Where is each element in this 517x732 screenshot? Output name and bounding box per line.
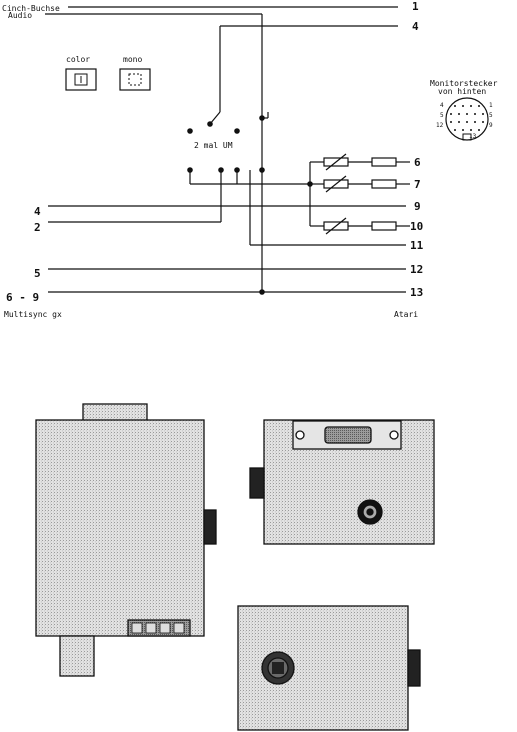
switch-mono: mono	[119, 55, 151, 91]
monitor-pin-12: 12	[436, 122, 444, 129]
monitor-pin-13: 13	[469, 133, 477, 140]
enclosure-front-view	[35, 403, 217, 677]
resistor-network	[307, 153, 410, 235]
left-pin-4: 4	[34, 205, 41, 218]
front-box	[35, 419, 205, 637]
left-pin-6-9: 6 - 9	[6, 291, 39, 304]
right-pin-12: 12	[410, 263, 423, 276]
enclosure-side-view	[237, 605, 421, 731]
monitor-pin-1: 1	[489, 102, 493, 109]
monitor-pin-5-right: 5	[489, 112, 493, 119]
cinch-label: Cinch-Buchse	[2, 4, 60, 13]
right-pin-13: 13	[410, 286, 423, 299]
multisync-label: Multisync gx	[4, 310, 62, 319]
atari-label: Atari	[394, 310, 418, 319]
schematic: Cinch-Buchse Audio color mono	[2, 0, 498, 319]
enclosure-top-view	[249, 419, 435, 545]
right-pin-4: 4	[412, 20, 419, 33]
monitor-title-2: von hinten	[438, 87, 486, 96]
cable-stub	[59, 635, 95, 677]
right-pin-6: 6	[414, 156, 421, 169]
right-pin-11: 11	[410, 239, 424, 252]
switch-color: color	[65, 55, 97, 91]
monitor-pin-5-left: 5	[440, 112, 444, 119]
right-pin-1: 1	[412, 0, 419, 13]
side-view-jack	[407, 649, 421, 687]
monitor-connector: Monitorstecker von hinten 4 1 5 5 12 9 1…	[430, 79, 498, 141]
monitor-title-1: Monitorstecker	[430, 79, 498, 88]
enclosure-views	[35, 403, 435, 731]
top-view-jack	[249, 467, 265, 499]
switch-mono-label: mono	[123, 55, 142, 64]
sub-d-connector	[324, 426, 372, 444]
ground-junction	[259, 289, 265, 295]
monitor-pin-4: 4	[440, 102, 444, 109]
monitor-pin-9: 9	[489, 122, 493, 129]
top-connector	[82, 403, 148, 422]
right-pin-7: 7	[414, 178, 421, 191]
right-pin-9: 9	[414, 200, 421, 213]
right-pin-10: 10	[410, 220, 423, 233]
relay-label: 2 mal UM	[194, 141, 233, 150]
relay: 2 mal UM	[187, 111, 310, 245]
side-jack	[203, 509, 217, 545]
audio-label: Audio	[8, 11, 32, 20]
left-pin-2: 2	[34, 221, 41, 234]
switch-color-label: color	[66, 55, 90, 64]
left-pin-5: 5	[34, 267, 41, 280]
